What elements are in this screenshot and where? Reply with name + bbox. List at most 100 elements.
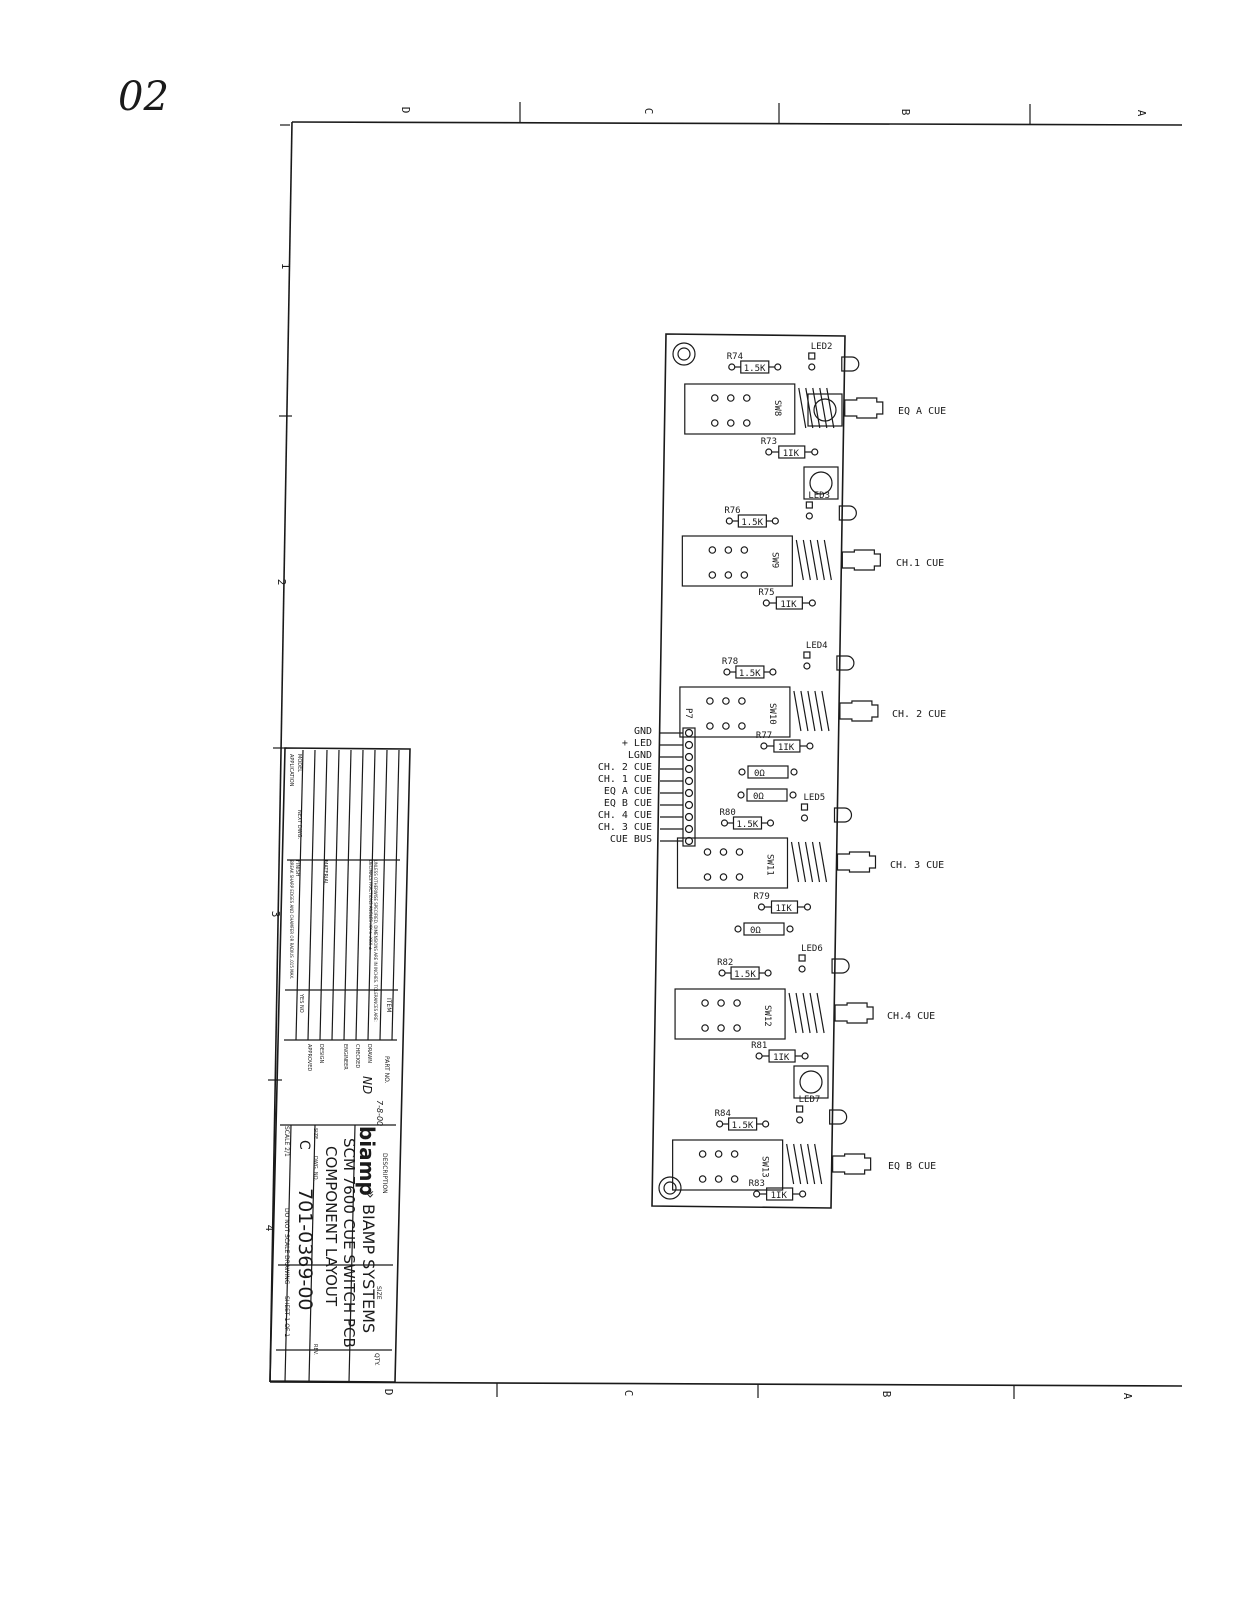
zone-label: C [642, 108, 655, 115]
resistor-pad [723, 668, 731, 676]
pin-hole [735, 848, 744, 856]
switch-spring [790, 841, 828, 883]
resistor-pad [765, 448, 773, 456]
resistor-pad [755, 1052, 763, 1060]
resistor-pad [799, 1190, 807, 1198]
resistor-pad [766, 819, 775, 827]
resistor-value: 1IK [775, 904, 792, 914]
switch-body [679, 686, 791, 738]
resistor-value: 1.5K [734, 970, 756, 980]
pin-hole [710, 394, 719, 402]
title-block-rule [331, 749, 340, 1041]
title-block-rule [319, 749, 328, 1041]
resistor-pad [716, 1120, 724, 1128]
switch-cap [839, 700, 879, 722]
pin-hole [698, 1175, 707, 1183]
switch-label: SW11 [764, 854, 774, 876]
zone-labels-top: D C B A [399, 107, 1148, 117]
jumper-body [743, 922, 785, 936]
switch-cap [834, 1002, 874, 1024]
title-block-rule [379, 749, 388, 1041]
resistor-value: 1.5K [732, 1121, 754, 1131]
connector-pin [684, 776, 694, 786]
pin-hole [703, 873, 712, 881]
resistor-pad [725, 517, 733, 525]
jumper-pad [786, 925, 794, 933]
pin-hole [738, 722, 746, 730]
jumper-body [747, 765, 789, 779]
pin-hole [735, 873, 744, 881]
zone-label: B [880, 1391, 893, 1398]
connector-label: P7 [683, 708, 693, 719]
switch-body [674, 988, 786, 1040]
pin-hole [708, 546, 717, 554]
led-label: LED2 [811, 342, 833, 352]
pin-hole [706, 697, 714, 705]
connector-pin [684, 812, 694, 822]
pin-hole [726, 394, 735, 402]
switch-body [684, 383, 796, 435]
resistor-pad [764, 969, 772, 977]
connector-pin [684, 728, 694, 738]
connector-pin [684, 800, 694, 810]
resistor-ref: R75 [758, 588, 774, 598]
pin-hole [738, 697, 746, 705]
connector-p7: P7 [660, 708, 696, 847]
row-label: 3 [269, 911, 282, 918]
led-label: LED4 [806, 641, 828, 651]
pin-hole [740, 571, 749, 579]
led-pad [800, 803, 809, 811]
led-label: LED6 [801, 944, 823, 954]
switch-body [676, 837, 789, 889]
row-label: 2 [275, 579, 288, 586]
pcb-board [651, 333, 846, 1209]
connector-pin [684, 836, 694, 846]
zone-label: B [899, 109, 912, 116]
resistor-pad [762, 599, 770, 607]
title-block-rule [355, 749, 364, 1041]
pcb-parts: SW8LED21.5KR741IKR73SW9LED31.5KR761IKR75… [672, 342, 884, 1201]
row-label: 4 [263, 1225, 276, 1232]
led-pad [805, 501, 813, 509]
switch-spring [798, 387, 835, 429]
switch-spring [786, 1143, 823, 1185]
resistor-ref: R79 [753, 892, 769, 902]
resistor-ref: R77 [756, 731, 772, 741]
resistor-pad [774, 363, 782, 371]
switch-spring [795, 539, 832, 581]
resistor-pad [762, 1120, 770, 1128]
led-body [833, 807, 853, 823]
led-pad [798, 965, 806, 973]
resistor-ref: R73 [761, 437, 777, 447]
pin-hole [740, 546, 749, 554]
resistor-ref: R83 [749, 1179, 765, 1189]
resistor-value: 1IK [783, 449, 800, 459]
resistor-pad [801, 1052, 809, 1060]
resistor-value: 1IK [771, 1191, 788, 1201]
switch-body [681, 535, 793, 587]
zone-label: A [1121, 1393, 1134, 1400]
pin-hole [703, 848, 712, 856]
resistor-ref: R76 [724, 506, 740, 516]
connector-pin [684, 764, 694, 774]
led-pad [796, 1105, 804, 1113]
connector-pin [684, 740, 694, 750]
connector-pins [660, 728, 694, 846]
led-body [838, 505, 857, 521]
jumper-value: 0Ω [754, 769, 765, 779]
resistor-value: 1.5K [736, 820, 758, 830]
led-pad [803, 651, 811, 659]
pin-hole [722, 697, 730, 705]
potentiometer-body [807, 393, 843, 427]
title-block-rule [307, 749, 316, 1041]
switch-label: SW13 [760, 1156, 770, 1178]
zone-label: D [399, 107, 412, 114]
page-mark: 02 [118, 74, 169, 120]
led-pad [798, 954, 806, 962]
